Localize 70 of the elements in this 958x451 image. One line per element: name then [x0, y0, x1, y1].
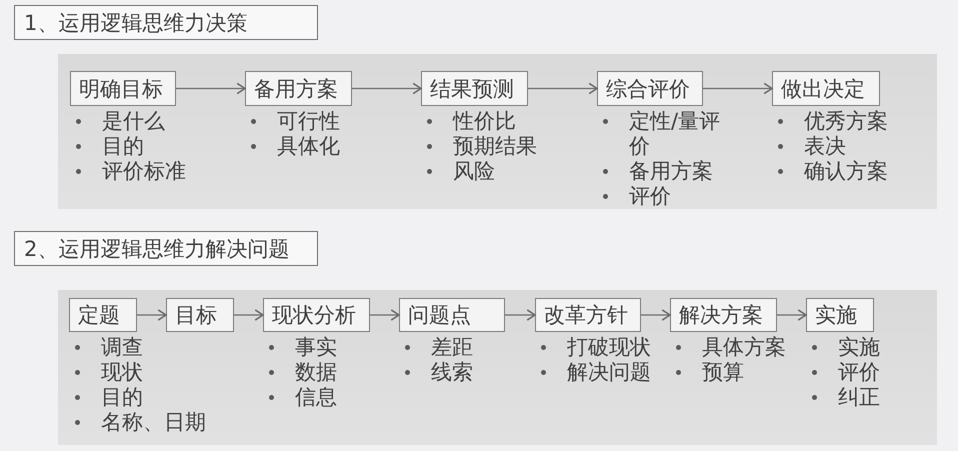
process-box: [263, 298, 370, 332]
bullet-text: 名称、日期: [101, 410, 206, 435]
arrow: [777, 309, 807, 321]
heading-text: 1、运用逻辑思维力决策: [24, 10, 248, 34]
arrow: [176, 82, 246, 94]
process-box: [166, 298, 234, 332]
arrow: [352, 82, 422, 94]
bullet-text: 优秀方案: [804, 109, 888, 134]
panel: [58, 54, 937, 209]
heading-frame: [14, 231, 318, 266]
bullet-text: 定性/量评价: [629, 109, 722, 159]
bullet-text: 确认方案: [804, 159, 888, 184]
step-label: 解决方案: [679, 303, 763, 327]
process-box: [535, 298, 641, 332]
process-box: [70, 71, 176, 106]
bullet-text: 备用方案: [629, 159, 714, 184]
step-label: 备用方案: [254, 76, 338, 100]
bullet-text: 评价标准: [102, 159, 186, 184]
bullet-text: 纠正: [838, 385, 880, 410]
bullet-text: 预期结果: [453, 134, 537, 159]
heading-text: 2、运用逻辑思维力解决问题: [24, 236, 290, 260]
process-box: [421, 71, 528, 106]
heading-frame: [14, 5, 318, 40]
arrow: [703, 82, 773, 94]
bullet-text: 差距: [431, 335, 473, 360]
step-label: 明确目标: [79, 76, 163, 100]
bullet-text: 目的: [102, 134, 144, 159]
process-box: [69, 298, 137, 332]
process-box: [597, 71, 703, 106]
bullet-text: 事实: [295, 335, 337, 360]
process-box: [245, 71, 352, 106]
step-label: 目标: [175, 303, 217, 327]
bullet-text: 预算: [702, 360, 744, 385]
process-box: [670, 298, 777, 332]
bullet-text: 数据: [295, 360, 337, 385]
arrow: [234, 309, 264, 321]
bullet-text: 是什么: [102, 109, 165, 134]
bullet-text: 信息: [295, 385, 337, 410]
process-box: [772, 71, 880, 106]
bullet-text: 目的: [101, 385, 143, 410]
step-label: 问题点: [408, 303, 471, 327]
bullet-text: 风险: [453, 159, 495, 184]
step-label: 改革方针: [544, 303, 628, 327]
bullet-text: 线索: [431, 360, 473, 385]
arrow: [528, 82, 598, 94]
bullet-text: 评价: [838, 360, 880, 385]
step-label: 实施: [815, 303, 857, 327]
step-label: 定题: [78, 303, 120, 327]
step-label: 结果预测: [430, 76, 514, 100]
step-label: 综合评价: [606, 76, 690, 100]
arrow: [641, 309, 671, 321]
panel: [58, 290, 937, 445]
bullet-text: 评价: [629, 184, 672, 209]
step-label: 做出决定: [781, 76, 865, 100]
bullet-text: 解决问题: [567, 360, 651, 385]
bullet-text: 打破现状: [567, 335, 651, 360]
bullet-text: 实施: [838, 335, 880, 360]
arrow: [505, 309, 536, 321]
bullet-text: 具体化: [277, 134, 340, 159]
step-label: 现状分析: [272, 303, 356, 327]
arrow: [370, 309, 400, 321]
process-box: [806, 298, 874, 332]
bullet-text: 性价比: [453, 109, 516, 134]
bullet-text: 具体方案: [702, 335, 786, 360]
bullet-text: 调查: [101, 335, 143, 360]
arrow: [137, 309, 167, 321]
bullet-text: 表决: [804, 134, 846, 159]
process-box: [399, 298, 505, 332]
bullet-text: 现状: [101, 360, 143, 385]
bullet-text: 可行性: [277, 109, 340, 134]
